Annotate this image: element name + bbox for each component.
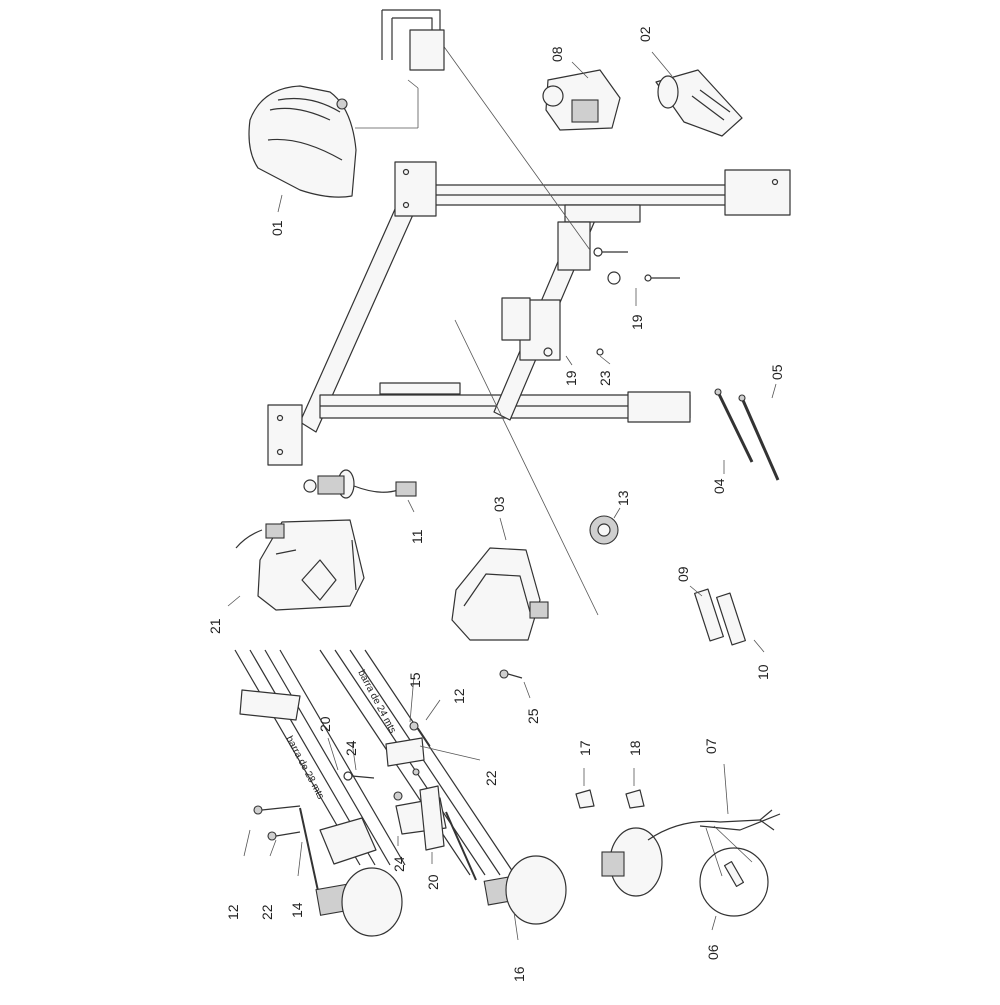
callout-10: 10: [755, 664, 771, 680]
callout-18: 18: [627, 740, 643, 756]
callout-05: 05: [769, 364, 785, 380]
callout-20-lower: 20: [425, 874, 441, 890]
callout-19-lower: 19: [563, 370, 579, 386]
part-25-screw: [499, 669, 531, 699]
callout-22-right: 22: [483, 770, 499, 786]
part-13-nut: [589, 507, 621, 545]
part-21-canister: [227, 519, 365, 611]
bar-note-24: barra de 24 mts: [355, 668, 398, 735]
callout-22-left: 22: [259, 904, 275, 920]
callout-21: 21: [207, 618, 223, 634]
part-16-lamp: [445, 811, 567, 941]
callout-11: 11: [409, 529, 425, 544]
callout-09: 09: [675, 566, 691, 582]
part-09-10-sleeves: [689, 585, 765, 653]
part-02-roll: [651, 51, 743, 137]
u-bracket: [381, 9, 445, 71]
callout-20-upper: 20: [317, 716, 333, 732]
part-17-clip: [575, 768, 595, 809]
bar-brackets: [239, 689, 447, 865]
part-03-tank: [451, 517, 549, 641]
callout-03: 03: [491, 496, 507, 512]
callout-13: 13: [615, 490, 631, 506]
callout-17: 17: [577, 740, 593, 756]
callout-14: 14: [289, 902, 305, 918]
callout-19-upper: 19: [629, 314, 645, 330]
part-01-hood: [248, 85, 357, 213]
frame-bolts: [543, 247, 680, 357]
callout-12-right: 12: [451, 688, 467, 704]
callout-02: 02: [637, 26, 653, 42]
callout-12-left: 12: [225, 904, 241, 920]
callout-06: 06: [705, 944, 721, 960]
part-18-clip: [625, 768, 645, 809]
part-08-pump: [542, 61, 621, 131]
part-11-lamp-cable: [303, 469, 417, 513]
callout-07: 07: [703, 738, 719, 754]
callout-04: 04: [711, 478, 727, 494]
callout-01: 01: [269, 220, 285, 236]
callout-23: 23: [597, 370, 613, 386]
part-07-harness-lamp: [601, 763, 781, 931]
part-14-lamp: [297, 807, 403, 937]
callout-25: 25: [525, 708, 541, 724]
bar-fasteners: [253, 721, 431, 841]
callout-24-upper: 24: [343, 740, 359, 756]
frame-leaders: [355, 29, 599, 616]
callout-08: 08: [549, 46, 565, 62]
part-04-05-rods: [714, 383, 780, 481]
callout-15: 15: [407, 672, 423, 688]
boom-bars: [234, 649, 516, 876]
callout-24-lower: 24: [391, 856, 407, 872]
callout-16: 16: [511, 966, 527, 982]
main-frame: [267, 161, 791, 466]
